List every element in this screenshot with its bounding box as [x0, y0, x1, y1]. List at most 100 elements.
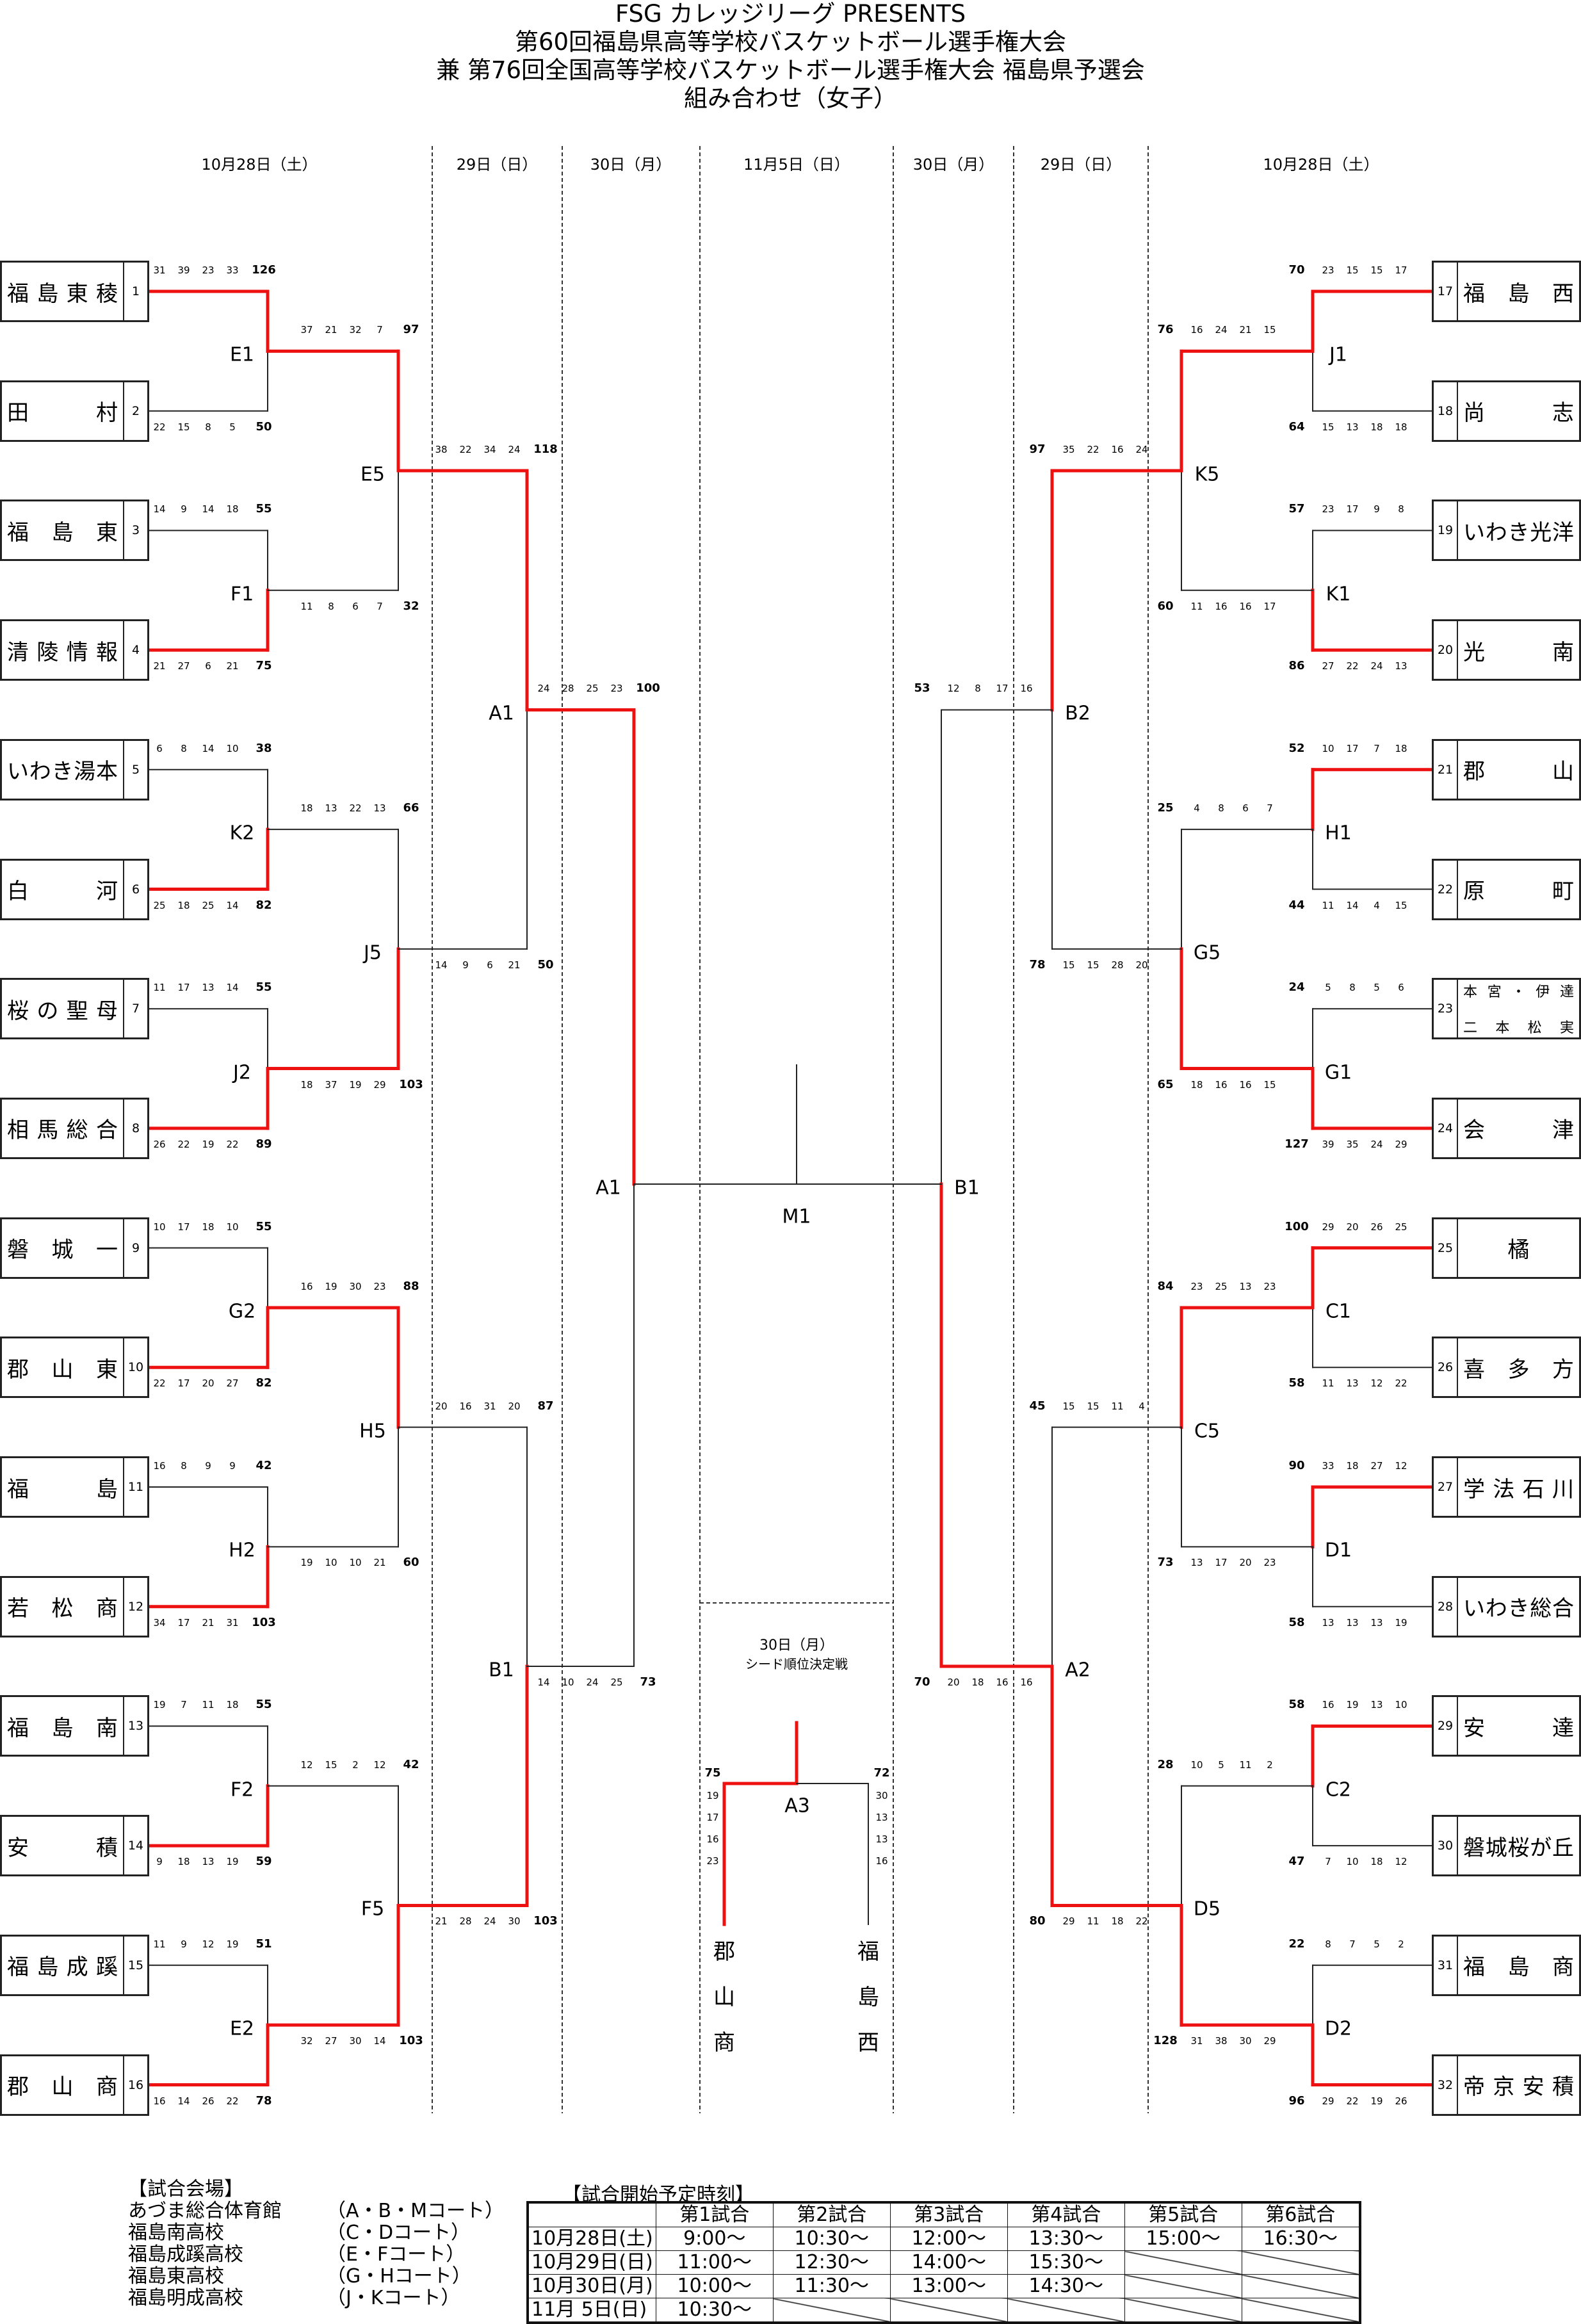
- name-char: わ: [1485, 519, 1507, 546]
- quarter-score: 22: [1087, 444, 1099, 456]
- team-name: 福島西: [1458, 263, 1579, 320]
- score-total: 75: [255, 659, 272, 673]
- quarter-score: 17: [177, 982, 190, 994]
- quarter-score: 24: [1135, 444, 1148, 456]
- quarter-score: 22: [1135, 1915, 1148, 1928]
- quarter-score: 18: [226, 1699, 239, 1711]
- quarter-score: 18: [1111, 1915, 1124, 1928]
- quarter-score: 21: [1239, 324, 1252, 336]
- schedule-empty-cell: [1124, 2274, 1242, 2298]
- quarter-score: 13: [1370, 1699, 1383, 1711]
- score-total: 66: [403, 801, 419, 815]
- quarter-score: 23: [1322, 503, 1334, 516]
- quarter-score: 12: [1395, 1856, 1407, 1868]
- match-label: B1: [954, 1176, 980, 1199]
- match-label: E1: [229, 343, 255, 366]
- team-name: 清陵情報: [2, 621, 123, 679]
- quarter-score: 4: [1374, 899, 1380, 911]
- team-number: 12: [123, 1577, 147, 1636]
- score-total: 127: [1285, 1137, 1309, 1151]
- schedule-time: 14:00～: [889, 2250, 1008, 2275]
- quarter-score: 11: [153, 1938, 166, 1950]
- quarter-score: 12: [202, 1938, 215, 1950]
- match-label: D5: [1193, 1897, 1221, 1921]
- quarter-score: 10: [1322, 742, 1334, 754]
- score-total: 57: [1288, 502, 1305, 516]
- name-char: 法: [1493, 1476, 1515, 1502]
- quarter-score: 34: [483, 444, 496, 456]
- quarter-score: 21: [202, 1616, 215, 1629]
- quarter-score: 11: [300, 600, 313, 612]
- team-name: 相馬総合: [2, 1100, 123, 1157]
- seed-playoff-team[interactable]: 郡山商: [713, 1934, 735, 2056]
- day-header: 10月28日（土）: [1263, 156, 1379, 174]
- name-char: 山: [1552, 759, 1574, 785]
- quarter-score: 8: [975, 683, 981, 695]
- quarter-score: 25: [586, 683, 599, 695]
- quarter-score: 14: [435, 959, 448, 971]
- venue-row: 福島明成高校（J・Kコート）: [128, 2287, 504, 2309]
- quarter-score: 19: [202, 1138, 215, 1150]
- name-char: 島: [1507, 280, 1530, 307]
- quarter-score: 21: [435, 1915, 448, 1928]
- quarter-score: 16: [1239, 1078, 1252, 1091]
- seed-playoff-team[interactable]: 福島西: [857, 1934, 879, 2056]
- team-number: 30: [1434, 1817, 1458, 1875]
- quarter-score: 5: [1218, 1759, 1224, 1771]
- name-char: ・: [1511, 984, 1526, 1001]
- match-label: H5: [359, 1420, 386, 1443]
- quarter-score: 37: [300, 324, 313, 336]
- schedule-row: 10月30日(月)10:00～11:30～13:00～14:30～: [527, 2274, 1361, 2298]
- quarter-score: 18: [226, 503, 239, 516]
- match-label: C5: [1194, 1420, 1220, 1443]
- match-label: J1: [1329, 343, 1347, 366]
- score-total: 64: [1288, 419, 1305, 434]
- quarter-score: 14: [177, 2095, 190, 2107]
- score-total: 82: [255, 898, 272, 912]
- team-number: 9: [123, 1219, 147, 1277]
- quarter-score: 12: [1395, 1460, 1407, 1472]
- name-char: 帝: [1463, 2074, 1485, 2100]
- score-total: 58: [1288, 1376, 1305, 1390]
- score-total: 65: [1157, 1077, 1174, 1091]
